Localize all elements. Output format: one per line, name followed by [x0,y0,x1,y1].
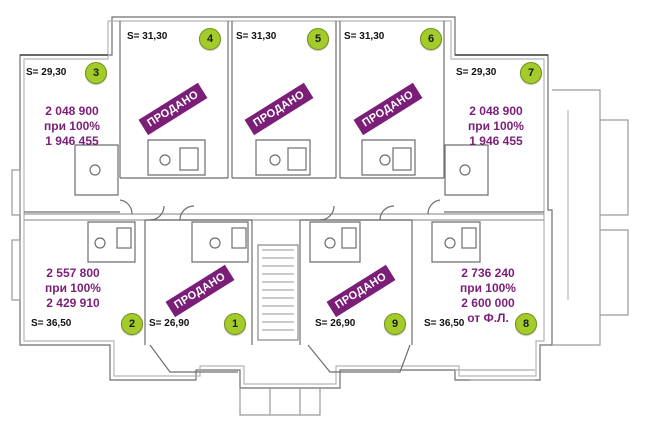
apartment-number-badge-7[interactable]: 7 [520,62,542,84]
area-label-apt-5: S= 31,30 [236,31,277,42]
apartment-number-badge-1[interactable]: 1 [224,313,246,335]
apartment-number-badge-9[interactable]: 9 [384,313,406,335]
price-discount-apt-3: 1 946 455 [45,134,99,148]
apartment-number-badge-2[interactable]: 2 [121,313,143,335]
area-label-apt-6: S= 31,30 [344,31,385,42]
area-label-apt-7: S= 29,30 [456,67,497,78]
area-label-apt-8: S= 36,50 [424,318,465,329]
price-block-apt-3: 2 048 900 при 100% 1 946 455 [32,104,112,149]
price-condition-apt-7: при 100% [468,119,524,133]
price-block-apt-7: 2 048 900 при 100% 1 946 455 [456,104,536,149]
area-label-apt-9: S= 26,90 [315,318,356,329]
apartment-number-badge-3[interactable]: 3 [85,62,107,84]
price-condition-apt-3: при 100% [44,119,100,133]
price-full-apt-2: 2 557 800 [46,266,100,280]
apartment-number-badge-4[interactable]: 4 [199,28,221,50]
area-label-apt-4: S= 31,30 [127,31,168,42]
price-full-apt-8: 2 736 240 [461,266,515,280]
price-condition-apt-2: при 100% [45,281,101,295]
apartment-number-badge-5[interactable]: 5 [307,28,329,50]
price-discount-apt-7: 1 946 455 [469,134,523,148]
price-full-apt-3: 2 048 900 [45,104,99,118]
price-condition-apt-8: при 100% [460,281,516,295]
price-block-apt-2: 2 557 800 при 100% 2 429 910 [33,266,113,311]
price-note-apt-8: от Ф.Л. [467,311,509,325]
apartment-number-badge-8[interactable]: 8 [515,313,537,335]
area-label-apt-1: S= 26,90 [149,318,190,329]
price-discount-apt-8: 2 600 000 [461,296,515,310]
area-label-apt-3: S= 29,30 [26,67,67,78]
apartment-number-badge-6[interactable]: 6 [420,28,442,50]
price-full-apt-7: 2 048 900 [469,104,523,118]
area-label-apt-2: S= 36,50 [31,318,72,329]
price-block-apt-8: 2 736 240 при 100% 2 600 000 от Ф.Л. [448,266,528,326]
price-discount-apt-2: 2 429 910 [46,296,100,310]
